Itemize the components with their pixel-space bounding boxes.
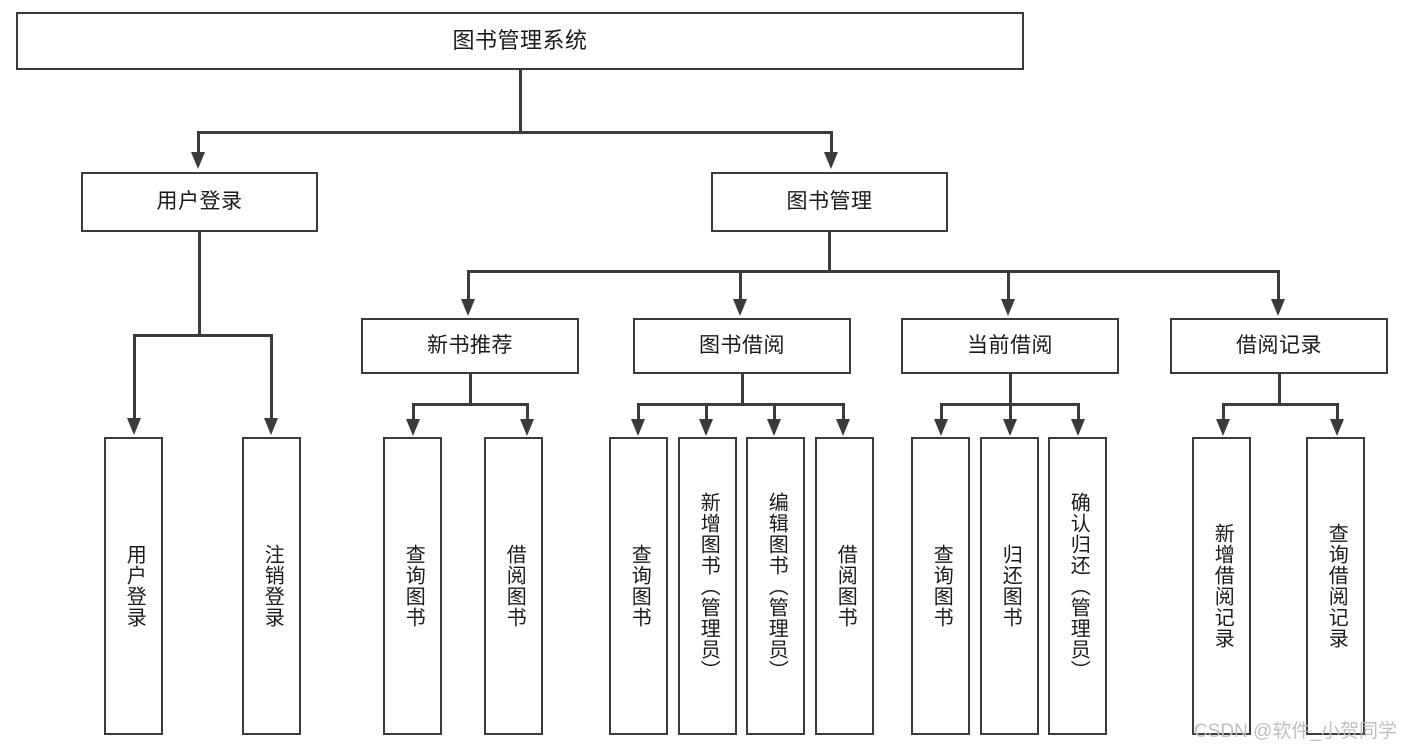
connector-root-to-login: [197, 131, 200, 155]
csdn-watermark: CSDN @软件_小贺同学: [1194, 721, 1397, 742]
arrowhead-bookborrow-leaf1: [631, 419, 645, 436]
connector-login-bar: [133, 334, 273, 337]
leaf-newbook-query-book[interactable]: 查询图书: [383, 437, 442, 735]
connector-bookmgmt-stem: [828, 232, 831, 272]
arrowhead-currentborrow-leaf3: [1071, 419, 1085, 436]
arrowhead-bookborrow-leaf2: [699, 419, 713, 436]
leaf-bookborrow-query-book[interactable]: 查询图书: [609, 437, 668, 735]
leaf-label: 用户登录: [123, 544, 146, 628]
connector-login-to-leaf2: [270, 334, 273, 420]
connector-currentborrow-to-leaf2: [1009, 403, 1012, 421]
connector-bookborrow-to-leaf1: [637, 403, 640, 421]
node-book-borrow[interactable]: 图书借阅: [633, 318, 851, 374]
connector-borrowrecord-to-leaf2: [1336, 403, 1339, 421]
node-label: 图书管理系统: [452, 28, 588, 54]
leaf-bookborrow-edit-book[interactable]: 编辑图书（管理员）: [746, 437, 805, 735]
connector-currentborrow-stem: [1009, 374, 1012, 405]
leaf-borrowrecord-query-record[interactable]: 查询借阅记录: [1306, 437, 1365, 735]
connector-login-stem: [198, 232, 201, 335]
connector-login-to-leaf1: [133, 334, 136, 420]
leaf-label: 查询图书: [628, 544, 651, 628]
leaf-label: 借阅图书: [503, 544, 526, 628]
node-book-management[interactable]: 图书管理: [711, 172, 948, 232]
connector-borrowrecord-stem: [1278, 374, 1281, 405]
arrowhead-newbook-leaf1: [406, 419, 420, 436]
connector-borrowrecord-bar: [1222, 403, 1339, 406]
connector-root-stem: [519, 70, 522, 132]
connector-bookmgmt-to-new: [467, 270, 470, 301]
node-label: 新书推荐: [427, 333, 513, 357]
leaf-newbook-borrow-book[interactable]: 借阅图书: [484, 437, 543, 735]
leaf-label: 新增图书（管理员）: [697, 491, 720, 681]
connector-root-to-bookmgmt: [830, 131, 833, 155]
arrowhead-root-to-login: [191, 152, 205, 169]
arrowhead-bookmgmt-borrow: [733, 299, 747, 316]
connector-newbook-to-leaf1: [412, 403, 415, 421]
node-borrow-record[interactable]: 借阅记录: [1170, 318, 1388, 374]
leaf-currentborrow-confirm-return[interactable]: 确认归还（管理员）: [1048, 437, 1107, 735]
connector-bookborrow-to-leaf3: [773, 403, 776, 421]
connector-bookmgmt-to-record: [1277, 270, 1280, 301]
node-root-system[interactable]: 图书管理系统: [16, 12, 1024, 70]
connector-currentborrow-to-leaf3: [1077, 403, 1080, 421]
arrowhead-bookborrow-leaf3: [767, 419, 781, 436]
leaf-label: 查询图书: [930, 544, 953, 628]
leaf-label: 查询图书: [402, 544, 425, 628]
connector-root-bar: [197, 131, 833, 134]
leaf-currentborrow-query-book[interactable]: 查询图书: [911, 437, 970, 735]
arrowhead-borrowrecord-leaf1: [1216, 419, 1230, 436]
leaf-logout[interactable]: 注销登录: [242, 437, 301, 735]
connector-bookmgmt-to-borrow: [739, 270, 742, 301]
arrowhead-borrowrecord-leaf2: [1330, 419, 1344, 436]
leaf-label: 归还图书: [999, 544, 1022, 628]
node-label: 借阅记录: [1236, 333, 1322, 357]
leaf-user-login[interactable]: 用户登录: [104, 437, 163, 735]
arrowhead-login-leaf2: [264, 418, 278, 435]
arrowhead-bookmgmt-record: [1271, 299, 1285, 316]
node-new-book-recommend[interactable]: 新书推荐: [361, 318, 579, 374]
arrowhead-bookborrow-leaf4: [836, 419, 850, 436]
arrowhead-newbook-leaf2: [520, 419, 534, 436]
node-user-login[interactable]: 用户登录: [81, 172, 318, 232]
connector-borrowrecord-to-leaf1: [1222, 403, 1225, 421]
leaf-label: 注销登录: [261, 544, 284, 628]
node-label: 当前借阅: [967, 333, 1053, 357]
node-label: 用户登录: [156, 189, 243, 213]
arrowhead-root-to-bookmgmt: [824, 152, 838, 169]
arrowhead-bookmgmt-current: [1001, 299, 1015, 316]
leaf-label: 确认归还（管理员）: [1067, 491, 1090, 681]
connector-bookborrow-stem: [741, 374, 744, 405]
arrowhead-login-leaf1: [127, 418, 141, 435]
leaf-bookborrow-borrow-book[interactable]: 借阅图书: [815, 437, 874, 735]
node-label: 图书管理: [786, 189, 873, 213]
leaf-label: 查询借阅记录: [1325, 523, 1348, 649]
connector-bookborrow-to-leaf4: [842, 403, 845, 421]
leaf-label: 新增借阅记录: [1211, 523, 1234, 649]
leaf-borrowrecord-add-record[interactable]: 新增借阅记录: [1192, 437, 1251, 735]
leaf-bookborrow-add-book[interactable]: 新增图书（管理员）: [678, 437, 737, 735]
arrowhead-bookmgmt-new: [461, 299, 475, 316]
connector-bookmgmt-to-current: [1007, 270, 1010, 301]
arrowhead-currentborrow-leaf1: [934, 419, 948, 436]
node-label: 图书借阅: [699, 333, 785, 357]
arrowhead-currentborrow-leaf2: [1003, 419, 1017, 436]
connector-currentborrow-to-leaf1: [940, 403, 943, 421]
connector-newbook-to-leaf2: [526, 403, 529, 421]
connector-newbook-bar: [412, 403, 529, 406]
connector-newbook-stem: [469, 374, 472, 405]
connector-bookmgmt-bar: [467, 270, 1279, 273]
leaf-label: 借阅图书: [834, 544, 857, 628]
leaf-label: 编辑图书（管理员）: [765, 491, 788, 681]
connector-bookborrow-to-leaf2: [705, 403, 708, 421]
leaf-currentborrow-return-book[interactable]: 归还图书: [980, 437, 1039, 735]
connector-bookborrow-bar: [637, 403, 845, 406]
node-current-borrow[interactable]: 当前借阅: [901, 318, 1119, 374]
